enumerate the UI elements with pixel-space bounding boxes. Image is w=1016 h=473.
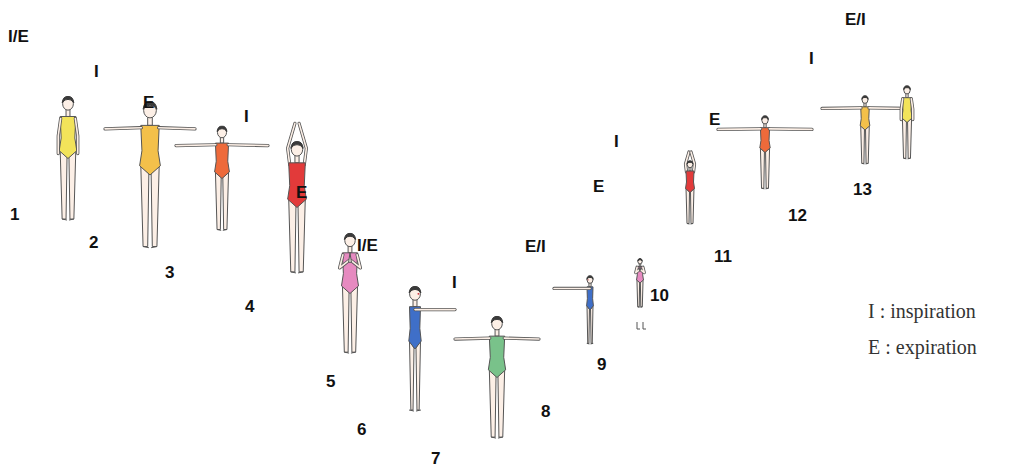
step-number: 1 <box>10 206 19 224</box>
breath-mark: E/I <box>845 11 866 29</box>
exercise-figure <box>822 96 908 164</box>
step-number: 4 <box>245 298 254 316</box>
step-number: 9 <box>597 356 606 374</box>
step-number: 5 <box>326 373 335 391</box>
step-number: 10 <box>650 287 669 305</box>
exercise-figure <box>288 123 307 273</box>
exercise-figure <box>105 102 195 248</box>
step-number: 2 <box>89 234 98 252</box>
legend-entry: E : expiration <box>868 336 977 358</box>
step-number: 6 <box>357 421 366 439</box>
step-number: 13 <box>853 181 872 199</box>
step-number: 11 <box>714 248 732 266</box>
feet-mark <box>637 322 646 329</box>
exercise-figure <box>636 259 644 308</box>
exercise-figure <box>901 86 913 159</box>
breath-mark: I <box>452 274 457 292</box>
breath-mark: E <box>296 184 307 202</box>
exercise-figure <box>686 152 695 224</box>
breath-mark: I/E <box>8 28 29 46</box>
breath-mark: E <box>143 94 154 112</box>
breath-mark: E <box>593 178 604 196</box>
breath-mark: I <box>614 133 619 151</box>
exercise-figure <box>718 116 812 189</box>
step-number: 12 <box>788 207 807 225</box>
breath-mark: I <box>809 50 814 68</box>
exercise-figure <box>455 316 539 438</box>
step-number: 7 <box>431 450 440 468</box>
step-number: 8 <box>541 403 550 421</box>
exercise-figure <box>58 96 78 220</box>
step-number: 3 <box>165 264 174 282</box>
breath-mark: I <box>94 63 99 81</box>
breath-mark: I <box>244 108 249 126</box>
legend-entry: I : inspiration <box>868 300 976 322</box>
breath-mark: I/E <box>357 237 378 255</box>
breath-mark: E <box>709 111 720 129</box>
exercise-figure <box>554 276 593 344</box>
exercise-figure <box>176 126 268 230</box>
breath-mark: E/I <box>525 238 546 256</box>
exercise-figure <box>409 286 455 411</box>
